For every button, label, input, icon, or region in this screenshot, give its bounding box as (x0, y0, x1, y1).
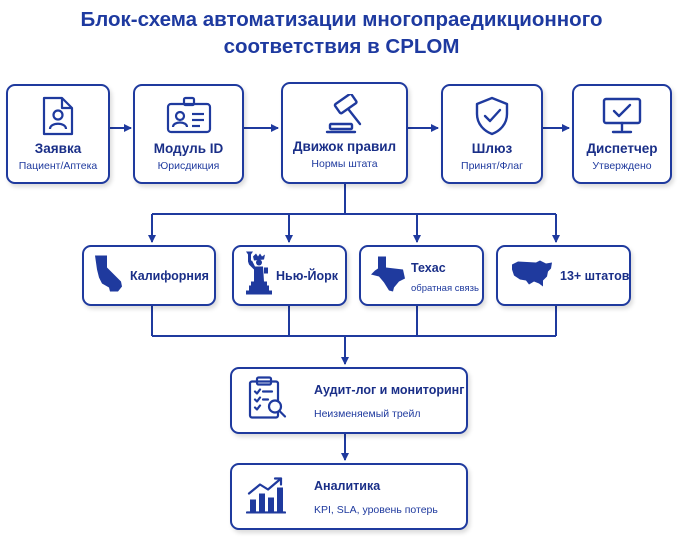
state-texas-sub: обратная связь (411, 283, 479, 294)
node-id-module-sub: Юрисдикция (157, 160, 220, 172)
state-california-label: Калифорния (130, 269, 209, 283)
node-dispatcher[interactable]: Диспетчер Утверждено (572, 84, 672, 184)
node-analytics-sub: KPI, SLA, уровень потерь (314, 504, 438, 516)
california-map-icon (92, 253, 126, 298)
state-new-york-label: Нью-Йорк (276, 269, 339, 283)
clipboard-search-icon (246, 375, 290, 426)
node-gateway[interactable]: Шлюз Принят/Флаг (441, 84, 543, 184)
node-rules-engine-sub: Нормы штата (311, 158, 378, 170)
bar-chart-icon (245, 475, 287, 518)
node-rules-engine[interactable]: Движок правил Нормы штата (281, 82, 408, 184)
node-audit-log[interactable]: Аудит-лог и мониторинг Неизменяемый трей… (230, 367, 468, 434)
node-analytics-label: Аналитика (314, 479, 381, 493)
node-intake-sub: Пациент/Аптека (18, 160, 98, 172)
texas-map-icon (369, 254, 407, 297)
statue-of-liberty-icon (242, 251, 272, 300)
page-title: Блок-схема автоматизации многопраедикцио… (0, 6, 683, 60)
state-texas-label: Техас (411, 261, 446, 275)
state-texas[interactable]: Техас обратная связь (359, 245, 484, 306)
node-id-module[interactable]: Модуль ID Юрисдикция (133, 84, 244, 184)
node-dispatcher-sub: Утверждено (592, 160, 652, 172)
node-gateway-label: Шлюз (471, 141, 513, 156)
node-audit-log-sub: Неизменяемый трейл (314, 408, 421, 420)
shield-check-icon (474, 96, 510, 141)
usa-map-icon (510, 259, 554, 292)
state-california[interactable]: Калифорния (82, 245, 216, 306)
node-dispatcher-label: Диспетчер (586, 141, 658, 156)
node-gateway-sub: Принят/Флаг (461, 160, 523, 172)
document-person-icon (40, 96, 76, 141)
state-more-states[interactable]: 13+ штатов (496, 245, 631, 306)
node-intake[interactable]: Заявка Пациент/Аптека (6, 84, 110, 184)
node-rules-engine-label: Движок правил (292, 139, 397, 154)
node-id-module-label: Модуль ID (153, 141, 224, 156)
monitor-check-icon (601, 96, 643, 141)
state-new-york[interactable]: Нью-Йорк (232, 245, 347, 306)
id-card-icon (166, 96, 212, 139)
node-audit-log-label: Аудит-лог и мониторинг (314, 383, 465, 397)
title-line-2: соответствия в CPLOM (223, 35, 460, 58)
state-more-states-label: 13+ штатов (560, 269, 630, 283)
title-line-1: Блок-схема автоматизации многопраедикцио… (80, 8, 603, 31)
gavel-icon (324, 92, 366, 139)
node-intake-label: Заявка (34, 141, 82, 156)
node-analytics[interactable]: Аналитика KPI, SLA, уровень потерь (230, 463, 468, 530)
